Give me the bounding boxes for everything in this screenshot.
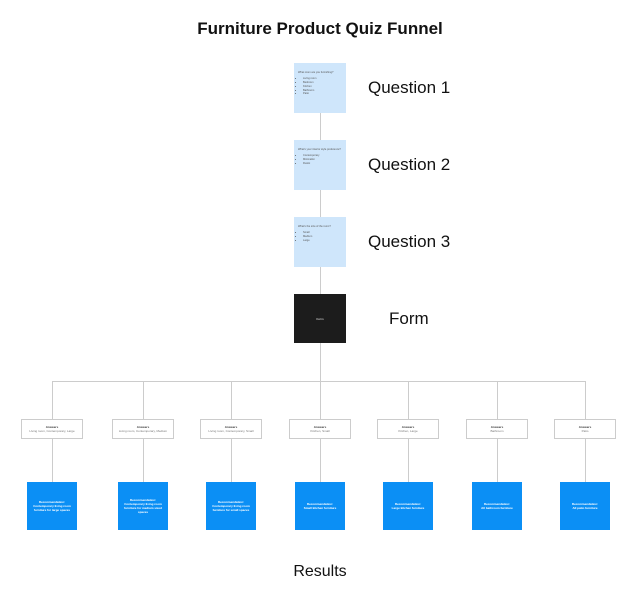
options-list: Living roomBedroomKitchenBathroomPatio — [298, 77, 342, 96]
answer-heading: Answers — [401, 425, 415, 429]
recommendation-heading: Recommendation: — [217, 499, 245, 504]
recommendation-heading: Recommendation: — [571, 501, 599, 506]
option-item: Large — [303, 239, 342, 243]
recommendation-text: Contemporary living room furniture for m… — [124, 501, 162, 515]
answer-heading: Answers — [45, 425, 59, 429]
answer-text: Living room, Contemporary, Large — [29, 429, 75, 434]
recommendation-heading: Recommendation: — [394, 501, 422, 506]
form-label: Form — [389, 309, 429, 328]
options-list: ContemporaryMinimalistRustic — [298, 154, 342, 166]
answer-text: Living room, Contemporary, Medium — [118, 429, 168, 434]
recommendation-box[interactable]: Recommendation:Large kitchen furniture — [383, 482, 433, 530]
form-box[interactable]: Form — [294, 294, 346, 343]
question-box[interactable]: What room are you furnishing? Living room… — [294, 63, 346, 113]
answer-text: Patio — [581, 429, 589, 434]
recommendation-box[interactable]: Recommendation:Small kitchen furniture — [295, 482, 345, 530]
question-box[interactable]: What's your interior style preference? Co… — [294, 140, 346, 190]
answer-text: Bathroom — [490, 429, 504, 434]
recommendation-text: Small kitchen furniture — [303, 506, 337, 510]
recommendation-box[interactable]: Recommendation:Contemporary living room … — [118, 482, 168, 530]
option-item: Minimalist — [303, 158, 342, 162]
option-item: Kitchen — [303, 85, 342, 89]
connector-line — [320, 343, 321, 382]
option-item: Small — [303, 231, 342, 235]
answer-heading: Answers — [224, 425, 238, 429]
option-item: Bedroom — [303, 81, 342, 85]
question-box[interactable]: What's the size of the room? SmallMediumL… — [294, 217, 346, 267]
answer-heading: Answers — [578, 425, 592, 429]
recommendation-heading: Recommendation: — [129, 497, 157, 502]
question-text: What's your interior style preference? — [298, 148, 341, 151]
recommendation-heading: Recommendation: — [483, 501, 511, 506]
answer-text: Kitchen, Large — [398, 429, 418, 434]
options-list: SmallMediumLarge — [298, 231, 342, 243]
recommendation-text: All patio furniture — [572, 506, 598, 510]
question-label: Question 2 — [368, 155, 451, 174]
recommendation-text: All bathroom furniture — [481, 506, 513, 510]
answer-text: Kitchen, Small — [310, 429, 330, 434]
connector-line — [52, 381, 586, 382]
option-item: Medium — [303, 235, 342, 239]
answer-heading: Answers — [490, 425, 504, 429]
recommendation-text: Contemporary living room furniture for s… — [212, 503, 250, 513]
recommendation-box[interactable]: Recommendation:Contemporary living room … — [206, 482, 256, 530]
option-item: Living room — [303, 77, 342, 81]
answer-heading: Answers — [313, 425, 327, 429]
question-label: Question 3 — [368, 232, 451, 251]
recommendation-text: Contemporary living room furniture for l… — [33, 503, 71, 513]
answer-text: Living room, Contemporary, Small — [208, 429, 254, 434]
recommendation-text: Large kitchen furniture — [391, 506, 425, 510]
answer-heading: Answers — [136, 425, 150, 429]
question-label: Question 1 — [368, 78, 451, 97]
question-text: What room are you furnishing? — [298, 71, 334, 74]
question-text: What's the size of the room? — [298, 225, 331, 228]
recommendation-box[interactable]: Recommendation:Contemporary living room … — [27, 482, 77, 530]
recommendation-heading: Recommendation: — [306, 501, 334, 506]
option-item: Patio — [303, 92, 342, 96]
option-item: Rustic — [303, 162, 342, 166]
results-label: Results — [293, 563, 347, 580]
option-item: Contemporary — [303, 154, 342, 158]
page-title: Furniture Product Quiz Funnel — [197, 19, 443, 38]
recommendation-box[interactable]: Recommendation:All bathroom furniture — [472, 482, 522, 530]
recommendation-heading: Recommendation: — [38, 499, 66, 504]
option-item: Bathroom — [303, 89, 342, 93]
connector-line — [320, 113, 321, 294]
recommendation-box[interactable]: Recommendation:All patio furniture — [560, 482, 610, 530]
